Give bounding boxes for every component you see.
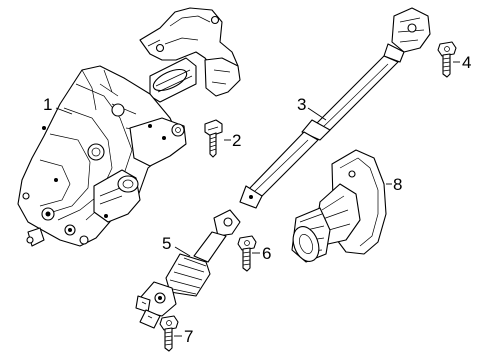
boot-seal: [291, 149, 387, 263]
steering-column-assembly: [17, 7, 241, 247]
callout-3: 3: [297, 95, 306, 114]
lower-shaft-boot: [135, 209, 241, 329]
intermediate-shaft: [239, 7, 431, 209]
callout-2: 2: [232, 131, 241, 150]
bolt-part-7: [159, 315, 179, 352]
callout-8: 8: [393, 175, 402, 194]
callout-5: 5: [162, 234, 171, 253]
bolt-part-4: [437, 41, 457, 78]
callout-4: 4: [462, 53, 471, 72]
callout-labels: 1 2 3 4 5 6 7 8: [43, 53, 471, 346]
callout-7: 7: [184, 327, 193, 346]
bolt-part-2: [204, 119, 223, 158]
callout-6: 6: [262, 244, 271, 263]
callout-1: 1: [43, 95, 52, 114]
bolt-part-6: [237, 235, 257, 272]
leader-lines: [55, 61, 460, 337]
